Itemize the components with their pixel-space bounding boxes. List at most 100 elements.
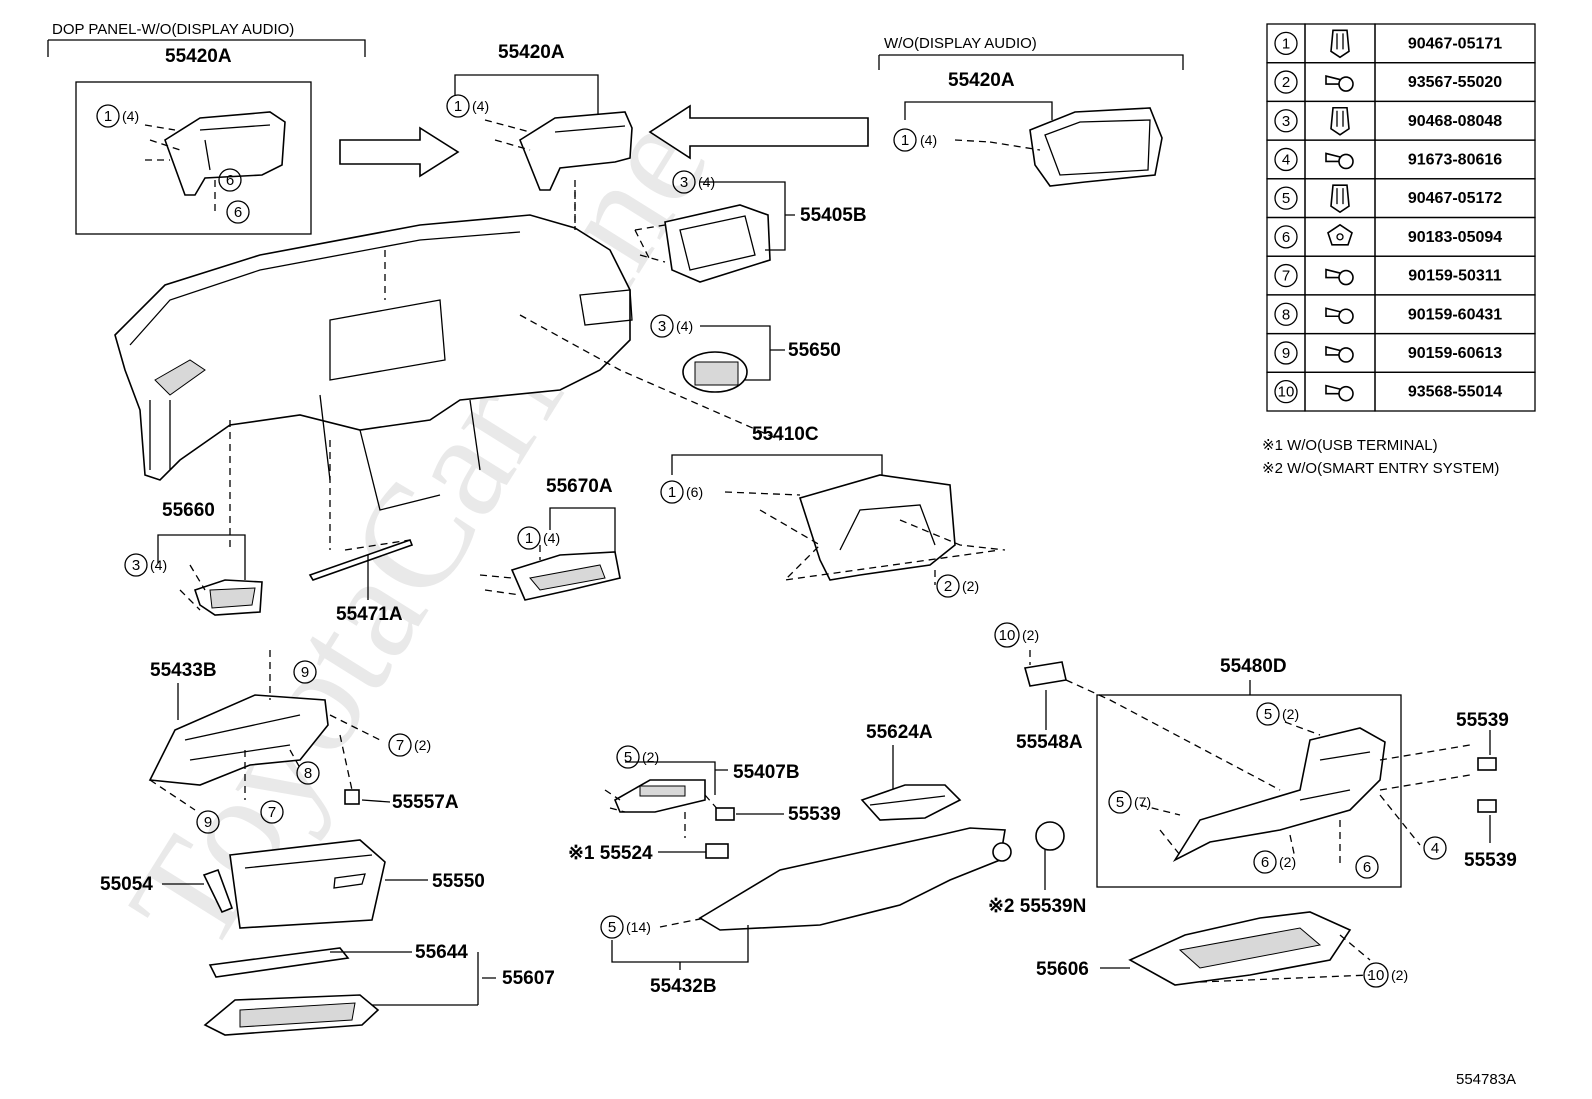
figure-code: 554783A (1456, 1071, 1516, 1088)
callout-8[interactable]: 8 (296, 761, 320, 785)
display-audio-bezel-part[interactable] (1029, 107, 1163, 187)
console-box-part[interactable] (860, 784, 962, 821)
svg-text:5: 5 (624, 749, 632, 766)
callout-10-55606[interactable]: 10 (2) (1363, 962, 1408, 988)
instrument-panel-main[interactable] (114, 214, 633, 511)
callout-5-55480D-top[interactable]: 5 (2) (1256, 702, 1299, 726)
callout-1-55670A[interactable]: 1 (4) (517, 526, 560, 550)
part-label-55550[interactable]: 55550 (432, 871, 485, 892)
callout-6-55480D-a[interactable]: 6 (2) (1253, 850, 1296, 874)
damper-part[interactable] (202, 868, 234, 914)
part-label-55524[interactable]: ※1 55524 (568, 843, 653, 864)
part-label-55650[interactable]: 55650 (788, 340, 841, 361)
switch-55539-part[interactable] (715, 807, 735, 821)
clip-55557A-part[interactable] (344, 789, 360, 805)
switch-55539-b-part[interactable] (1477, 757, 1497, 771)
center-panel-part[interactable] (519, 111, 633, 191)
glove-box-mat-part[interactable] (208, 947, 350, 978)
part-label-55480D[interactable]: 55480D (1220, 656, 1287, 677)
part-label-55606[interactable]: 55606 (1036, 959, 1089, 980)
parts-table-number: 2 (1282, 74, 1290, 91)
switch-55539-c-part[interactable] (1477, 799, 1497, 813)
part-label-55670A[interactable]: 55670A (546, 476, 613, 497)
push-start-button-part[interactable] (1035, 821, 1065, 851)
trim-strip-part[interactable] (308, 538, 414, 581)
callout-7-bottom[interactable]: 7 (260, 800, 284, 824)
console-trim-part[interactable] (1172, 727, 1386, 863)
callout-6-dop-b[interactable]: 6 (226, 200, 250, 224)
part-label-55644[interactable]: 55644 (415, 942, 468, 963)
callout-1-center[interactable]: 1 (4) (446, 94, 489, 118)
part-label-55420A-center[interactable]: 55420A (498, 42, 565, 63)
part-label-55407B[interactable]: 55407B (733, 762, 800, 783)
svg-text:(6): (6) (686, 484, 703, 500)
part-label-55539-a[interactable]: 55539 (788, 804, 841, 825)
parts-table-number: 4 (1282, 151, 1290, 168)
glove-box-part[interactable] (229, 839, 386, 929)
callout-4[interactable]: 4 (1423, 836, 1447, 860)
callout-2-55410C[interactable]: 2 (2) (936, 574, 979, 598)
callout-6-dop-a[interactable]: 6 (218, 168, 242, 192)
svg-text:(2): (2) (1282, 706, 1299, 722)
callout-3-55660[interactable]: 3 (4) (124, 553, 167, 577)
part-label-55660[interactable]: 55660 (162, 500, 215, 521)
part-label-55420A-right[interactable]: 55420A (948, 70, 1015, 91)
side-vent-part[interactable] (193, 579, 263, 616)
part-label-55539-b[interactable]: 55539 (1456, 710, 1509, 731)
callout-1-right[interactable]: 1 (4) (893, 128, 937, 152)
callout-9-bottom[interactable]: 9 (196, 810, 220, 834)
part-label-55539N[interactable]: ※2 55539N (988, 896, 1086, 917)
switch-base-part[interactable] (613, 779, 706, 813)
callout-5-55432B[interactable]: 5 (14) (600, 915, 651, 939)
under-cover-part[interactable] (1128, 911, 1352, 986)
center-vent-part[interactable] (682, 351, 748, 393)
part-label-55539-c[interactable]: 55539 (1464, 850, 1517, 871)
switch-panel-part[interactable] (510, 551, 621, 601)
part-label-55420A-dop[interactable]: 55420A (165, 46, 232, 67)
svg-text:5: 5 (1264, 706, 1272, 723)
part-label-55433B[interactable]: 55433B (150, 660, 217, 681)
meter-hood-part[interactable] (798, 474, 956, 581)
lower-panel-part[interactable] (148, 694, 329, 786)
callout-3-55405B[interactable]: 3 (4) (672, 170, 715, 194)
callout-6-55480D-b[interactable]: 6 (1355, 855, 1379, 879)
part-label-55432B[interactable]: 55432B (650, 976, 717, 997)
note-usb-terminal: ※1 W/O(USB TERMINAL) (1262, 437, 1438, 454)
display-frame-part[interactable] (664, 204, 771, 283)
part-label-55054[interactable]: 55054 (100, 874, 153, 895)
callout-1-dop[interactable]: 1 (4) (96, 104, 139, 128)
callout-5-55407B[interactable]: 5 (2) (616, 745, 659, 769)
screw-icon (1325, 152, 1354, 170)
callout-3-55650[interactable]: 3 (4) (650, 314, 693, 338)
part-label-55405B[interactable]: 55405B (800, 205, 867, 226)
parts-table-number: 3 (1282, 113, 1290, 130)
callout-1-55410C[interactable]: 1 (6) (660, 480, 703, 504)
callout-5-55480D-left[interactable]: 5 (7) (1108, 790, 1151, 814)
center-console-part[interactable] (698, 827, 1012, 931)
part-label-55471A[interactable]: 55471A (336, 604, 403, 625)
callout-7-right[interactable]: 7 (2) (388, 733, 431, 757)
part-label-55557A[interactable]: 55557A (392, 792, 459, 813)
clip-icon (1330, 29, 1350, 59)
part-label-55624A[interactable]: 55624A (866, 722, 933, 743)
callout-10-55548A[interactable]: 10 (2) (994, 622, 1039, 648)
part-label-55410C[interactable]: 55410C (752, 424, 819, 445)
part-label-55548A[interactable]: 55548A (1016, 732, 1083, 753)
callout-9-top[interactable]: 9 (293, 660, 317, 684)
part-label-55607[interactable]: 55607 (502, 968, 555, 989)
usb-55524-part[interactable] (705, 843, 729, 859)
dop-panel-part[interactable] (164, 111, 286, 196)
switch-55548A-part[interactable] (1023, 661, 1067, 687)
glove-box-door-part[interactable] (203, 994, 380, 1036)
